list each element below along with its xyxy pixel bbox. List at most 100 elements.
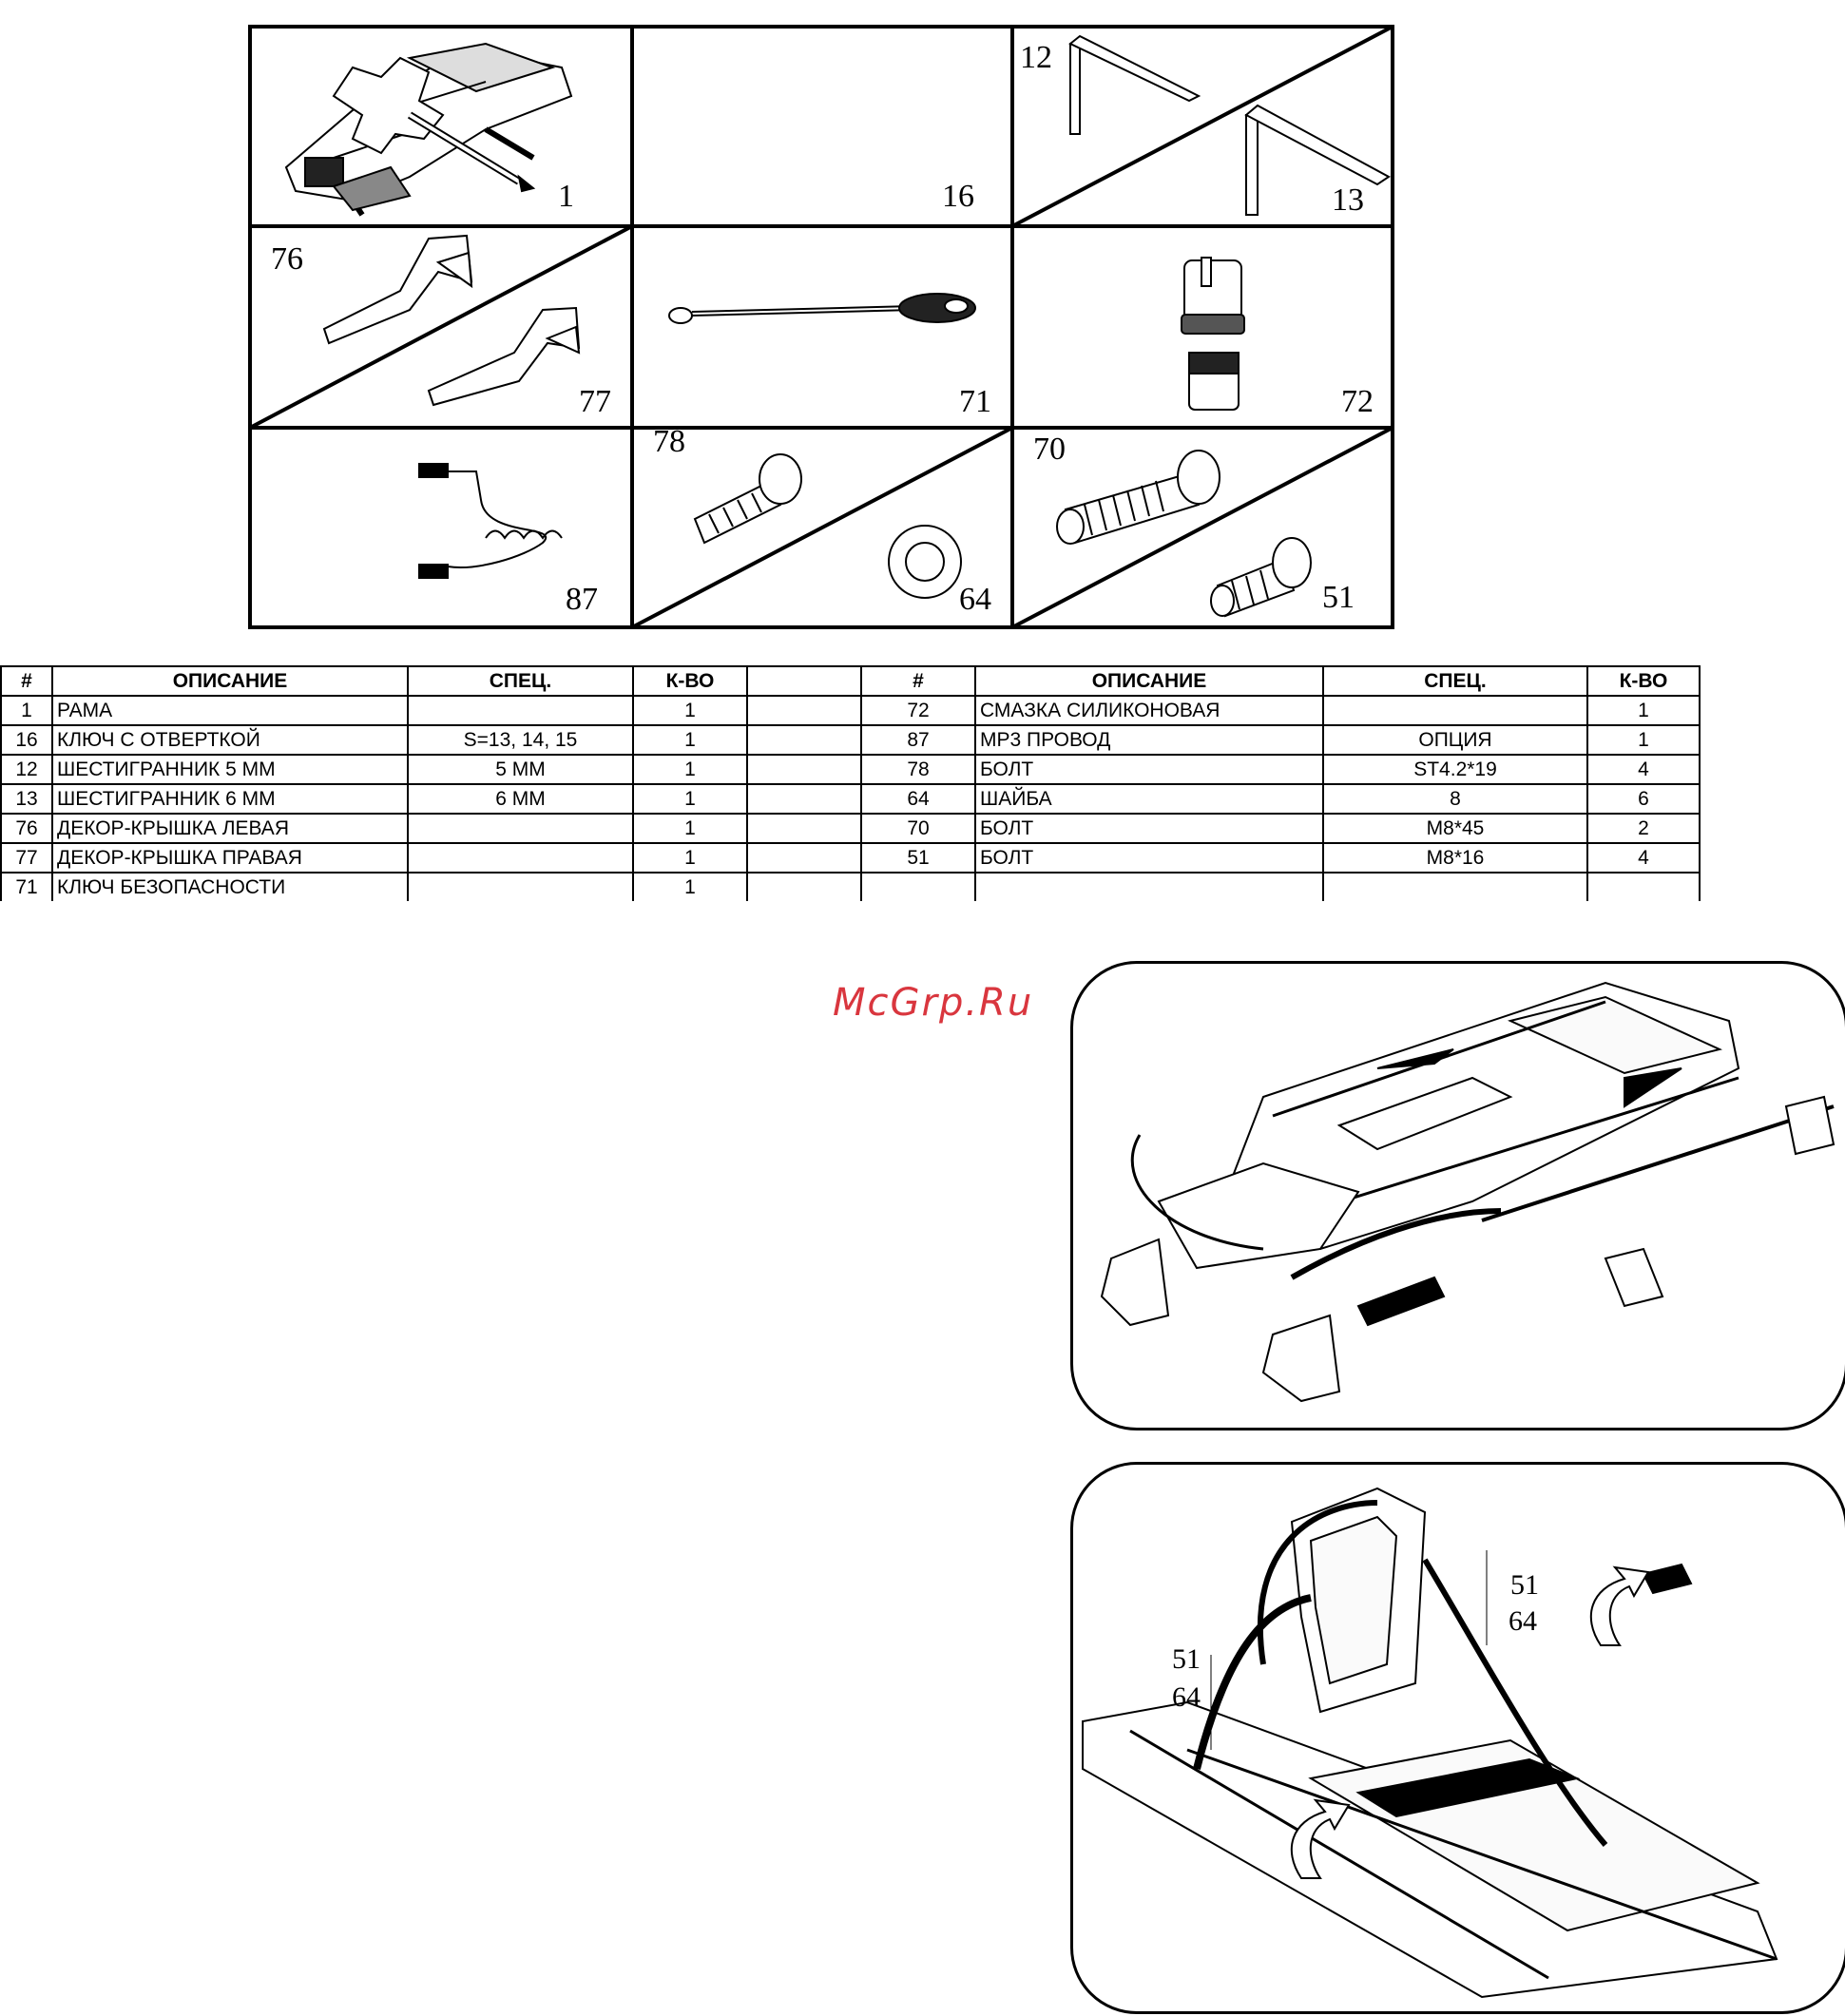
part-number-1: 1	[558, 179, 574, 214]
cell-num: 64	[860, 783, 976, 815]
cell-description: ШАЙБА	[974, 783, 1324, 815]
table-row: 76 ДЕКОР-КРЫШКА ЛЕВАЯ 1 70 БОЛТ M8*45 2	[0, 813, 1701, 844]
rotate-arrow-icon	[1290, 1798, 1351, 1879]
hex-keys-drawing	[1068, 34, 1391, 216]
header-description: ОПИСАНИЕ	[51, 665, 409, 697]
cell-spec	[407, 872, 634, 901]
cell-spacer	[746, 842, 862, 874]
cell-qty: 6	[1586, 783, 1701, 815]
cell-num: 76	[0, 813, 53, 844]
header-spacer	[746, 665, 862, 697]
cell-spacer	[746, 783, 862, 815]
cell-qty: 4	[1586, 754, 1701, 785]
cell-qty: 1	[632, 842, 748, 874]
cell-num: 87	[860, 724, 976, 756]
cell-qty: 1	[1586, 695, 1701, 726]
cell-num: 13	[0, 783, 53, 815]
cell-num: 16	[0, 724, 53, 756]
table-row: 71 КЛЮЧ БЕЗОПАСНОСТИ 1	[0, 872, 1701, 901]
cell-qty: 1	[1586, 724, 1701, 756]
cell-spec: 6 ММ	[407, 783, 634, 815]
cell-spec: S=13, 14, 15	[407, 724, 634, 756]
cell-spacer	[746, 872, 862, 901]
parts-grid: 1 16 12 13 76 77 71 72 87 78 64 70 51	[248, 25, 1394, 629]
table-row: 13 ШЕСТИГРАННИК 6 ММ 6 ММ 1 64 ШАЙБА 8 6	[0, 783, 1701, 815]
table-row: 1 РАМА 1 72 СМАЗКА СИЛИКОНОВАЯ 1	[0, 695, 1701, 726]
cell-spacer	[746, 813, 862, 844]
cell-spec: M8*16	[1322, 842, 1588, 874]
cell-spec: M8*45	[1322, 813, 1588, 844]
console-assembly-drawing	[1082, 1487, 1778, 1999]
cell-description: ШЕСТИГРАННИК 5 ММ	[51, 754, 409, 785]
cell-spacer	[746, 724, 862, 756]
part-number-71: 71	[959, 384, 991, 419]
cell-spacer	[746, 695, 862, 726]
part-number-76: 76	[271, 241, 303, 277]
cell-spec	[407, 695, 634, 726]
safety-key-drawing	[668, 293, 976, 324]
illustration-step-2: 51 64 51 64	[1070, 1462, 1845, 2014]
header-spec: СПЕЦ.	[407, 665, 634, 697]
callout-washer-64-right: 64	[1509, 1605, 1537, 1637]
cell-qty: 1	[632, 813, 748, 844]
cell-description: РАМА	[51, 695, 409, 726]
cell-spec	[1322, 695, 1588, 726]
cell-description: КЛЮЧ С ОТВЕРТКОЙ	[51, 724, 409, 756]
cell-qty: 1	[632, 724, 748, 756]
part-number-51: 51	[1322, 580, 1355, 615]
cell-description: MP3 ПРОВОД	[974, 724, 1324, 756]
watermark: McGrp.Ru	[833, 981, 1034, 1025]
cell-spec	[407, 842, 634, 874]
cell-num	[860, 872, 976, 901]
header-spec: СПЕЦ.	[1322, 665, 1588, 697]
cell-spec: ST4.2*19	[1322, 754, 1588, 785]
cell-num: 78	[860, 754, 976, 785]
cell-num: 12	[0, 754, 53, 785]
cell-description: ДЕКОР-КРЫШКА ПРАВАЯ	[51, 842, 409, 874]
part-number-64: 64	[959, 582, 991, 617]
cell-spacer	[746, 754, 862, 785]
parts-grid-lines	[248, 25, 1394, 629]
cell-description: БОЛТ	[974, 842, 1324, 874]
part-number-72: 72	[1341, 384, 1374, 419]
cell-description: ШЕСТИГРАННИК 6 ММ	[51, 783, 409, 815]
cell-spec: 8	[1322, 783, 1588, 815]
illustration-step-1	[1070, 961, 1845, 1430]
cell-spec: 5 ММ	[407, 754, 634, 785]
cell-qty: 1	[632, 872, 748, 901]
cell-num: 1	[0, 695, 53, 726]
cell-num: 77	[0, 842, 53, 874]
part-number-78: 78	[653, 424, 685, 459]
cell-spec: ОПЦИЯ	[1322, 724, 1588, 756]
cell-qty: 2	[1586, 813, 1701, 844]
cell-description: ДЕКОР-КРЫШКА ЛЕВАЯ	[51, 813, 409, 844]
table-row: 16 КЛЮЧ С ОТВЕРТКОЙ S=13, 14, 15 1 87 MP…	[0, 724, 1701, 756]
table-row: 77 ДЕКОР-КРЫШКА ПРАВАЯ 1 51 БОЛТ M8*16 4	[0, 842, 1701, 874]
cell-qty: 1	[632, 695, 748, 726]
cell-qty: 4	[1586, 842, 1701, 874]
callout-washer-64-left: 64	[1172, 1681, 1201, 1713]
part-number-70: 70	[1033, 432, 1066, 467]
part-number-77: 77	[579, 384, 611, 419]
table-header-row: # ОПИСАНИЕ СПЕЦ. К-ВО # ОПИСАНИЕ СПЕЦ. К…	[0, 665, 1701, 697]
mp3-cable-drawing	[418, 463, 563, 579]
cell-num: 72	[860, 695, 976, 726]
treadmill-unfolded-drawing	[1100, 981, 1835, 1403]
callout-bolt-51-right: 51	[1510, 1569, 1539, 1601]
cell-num: 70	[860, 813, 976, 844]
rotate-arrow-icon	[1589, 1565, 1650, 1646]
part-number-13: 13	[1332, 182, 1364, 218]
cell-description	[974, 872, 1324, 901]
callout-bolt-51-left: 51	[1172, 1643, 1201, 1675]
cell-description: БОЛТ	[974, 754, 1324, 785]
cell-description: БОЛТ	[974, 813, 1324, 844]
cell-num: 71	[0, 872, 53, 901]
header-num: #	[0, 665, 53, 697]
cell-spec	[407, 813, 634, 844]
cell-spec	[1322, 872, 1588, 901]
parts-table: # ОПИСАНИЕ СПЕЦ. К-ВО # ОПИСАНИЕ СПЕЦ. К…	[0, 665, 1701, 901]
bolts-drawing	[1056, 450, 1312, 618]
table-row: 12 ШЕСТИГРАННИК 5 ММ 5 ММ 1 78 БОЛТ ST4.…	[0, 754, 1701, 785]
part-number-16: 16	[942, 179, 974, 214]
cell-description: СМАЗКА СИЛИКОНОВАЯ	[974, 695, 1324, 726]
